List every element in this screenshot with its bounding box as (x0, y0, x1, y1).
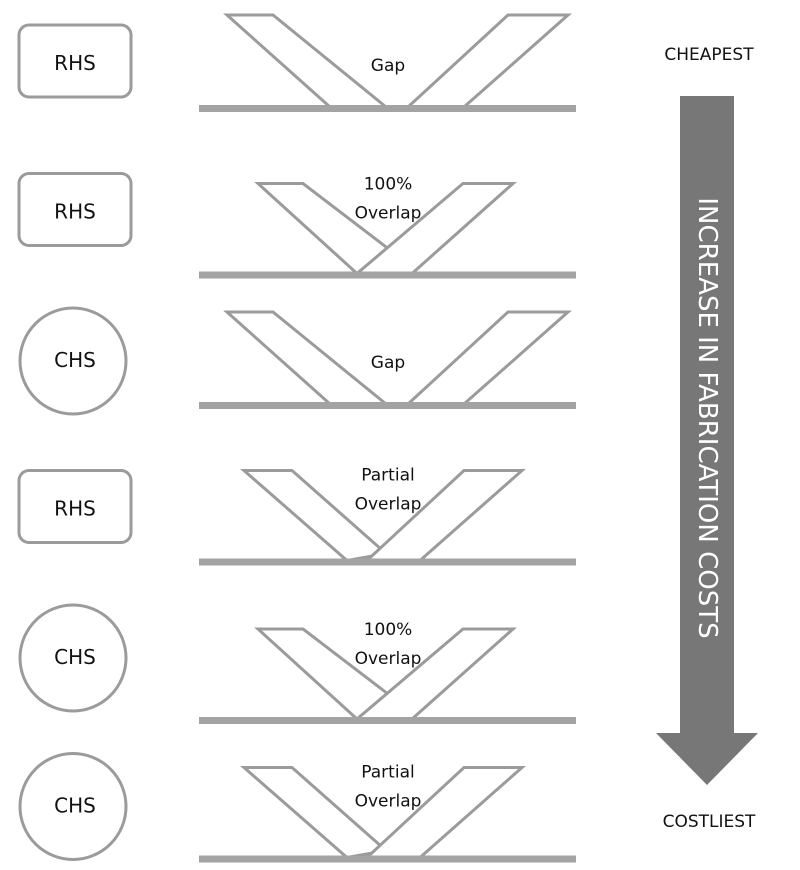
joint-row: CHS Gap (18, 306, 576, 416)
brace-member-right (352, 182, 517, 275)
brace-member-right (404, 13, 572, 109)
joint-label: Overlap (355, 792, 422, 812)
cost-arrow (656, 96, 758, 785)
rhs-section-icon (17, 469, 133, 544)
joint-row: RHS Gap (17, 13, 576, 112)
joint-row: CHS 100% Overlap (18, 603, 576, 724)
rhs-section-icon (17, 23, 133, 99)
cost-arrow-label: INCREASE IN FABRICATION COSTS (692, 197, 722, 638)
brace-member-left (223, 13, 391, 109)
rhs-section-icon (17, 172, 133, 247)
costliest-label: COSTLIEST (663, 812, 756, 832)
chord-member (199, 402, 576, 409)
brace-member-left (254, 182, 391, 276)
brace-member-left (254, 627, 391, 721)
chord-member (199, 271, 576, 279)
joint-label: Overlap (355, 495, 422, 515)
chs-section-icon (18, 752, 128, 861)
section-label: CHS (54, 794, 96, 818)
section-label: CHS (54, 348, 96, 372)
chord-member (199, 717, 576, 724)
joint-row: RHS 100% Overlap (17, 172, 576, 279)
brace-member-right (404, 310, 572, 406)
joint-label: Gap (371, 353, 405, 373)
joint-label: 100% (364, 620, 413, 640)
section-label: RHS (54, 497, 96, 521)
joint-label: Partial (361, 763, 414, 783)
section-label: RHS (54, 51, 96, 75)
chord-member (199, 558, 576, 566)
chord-member (199, 105, 576, 112)
joint-label: 100% (364, 175, 413, 195)
section-label: RHS (54, 200, 96, 224)
joint-label: Gap (371, 56, 405, 76)
joint-label: Partial (361, 466, 414, 486)
cost-scale: CHEAPEST INCREASE IN FABRICATION COSTS C… (656, 45, 758, 832)
joint-label: Overlap (355, 649, 422, 669)
chs-section-icon (18, 306, 128, 416)
joint-label: Overlap (355, 204, 422, 224)
section-label: CHS (54, 645, 96, 669)
cheapest-label: CHEAPEST (664, 45, 754, 65)
chs-section-icon (18, 603, 128, 713)
brace-member-left (223, 310, 391, 406)
chord-member (199, 855, 576, 863)
brace-member-right (352, 627, 517, 721)
